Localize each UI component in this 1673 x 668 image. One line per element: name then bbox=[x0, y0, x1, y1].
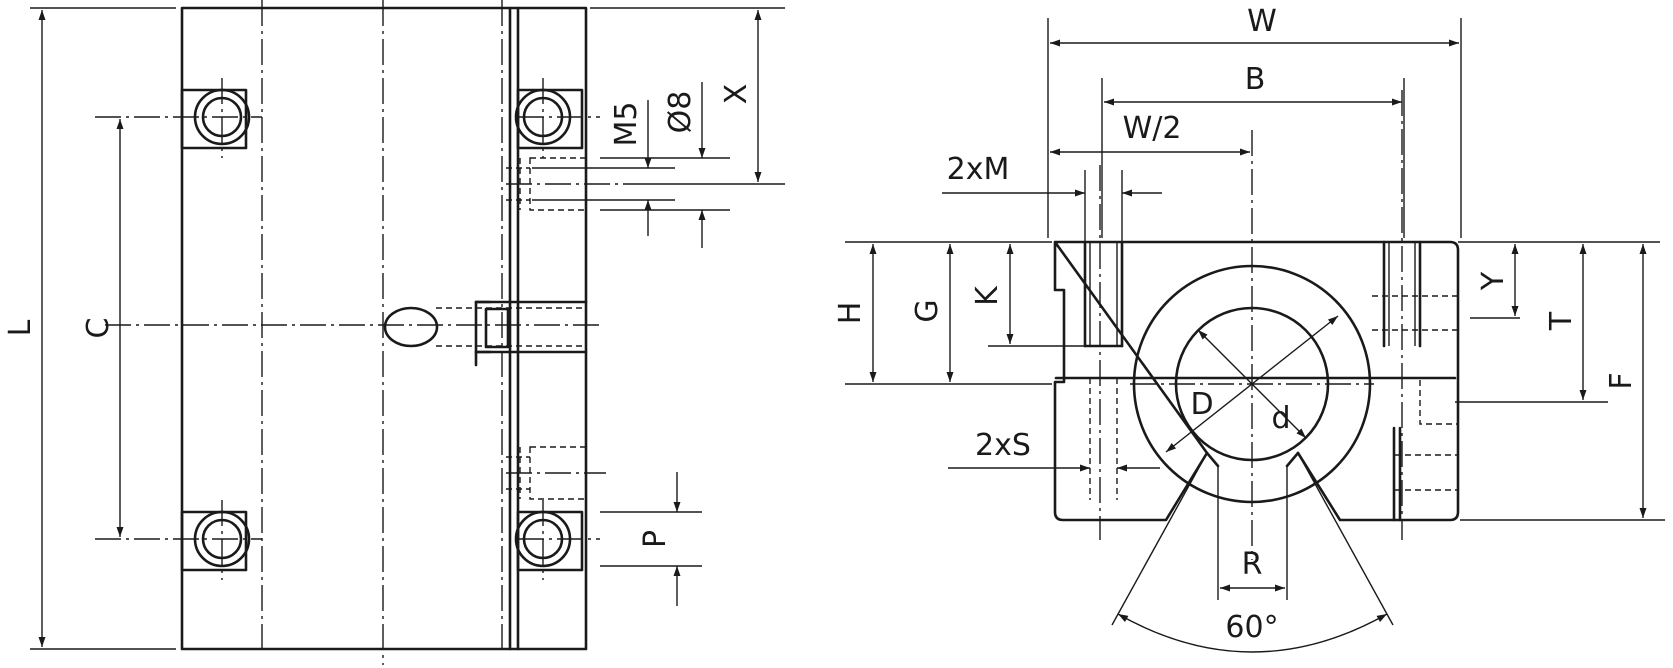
label-X: X bbox=[719, 84, 754, 105]
label-2xM: 2xM bbox=[947, 152, 1010, 187]
label-W: W bbox=[1247, 4, 1277, 39]
label-Y: Y bbox=[1476, 271, 1511, 291]
label-K: K bbox=[970, 285, 1005, 306]
mounting-hole-bottom-right bbox=[514, 500, 600, 580]
hidden-thread-top bbox=[506, 157, 640, 211]
label-D8: Ø8 bbox=[663, 91, 698, 134]
label-F: F bbox=[1604, 372, 1639, 389]
label-W2: W/2 bbox=[1123, 111, 1182, 146]
mounting-hole-bottom-left bbox=[95, 500, 262, 580]
mounting-hole-top-right bbox=[514, 78, 600, 158]
label-H: H bbox=[833, 302, 868, 325]
label-d: d bbox=[1271, 401, 1290, 436]
right-mounting-hole bbox=[1372, 240, 1459, 491]
left-mounting-hole bbox=[1083, 240, 1124, 500]
label-T: T bbox=[1544, 311, 1579, 331]
label-L: L bbox=[3, 319, 38, 336]
hidden-thread-bottom bbox=[506, 446, 606, 500]
label-D: D bbox=[1190, 387, 1213, 422]
label-2xS: 2xS bbox=[975, 428, 1031, 463]
front-view: W B W/2 2xM H G K 2xS Y bbox=[833, 4, 1665, 653]
housing-profile bbox=[1053, 240, 1460, 522]
label-G: G bbox=[910, 299, 945, 322]
label-R: R bbox=[1242, 547, 1263, 582]
housing-outline bbox=[180, 6, 588, 651]
mounting-hole-top-left bbox=[95, 78, 262, 158]
label-angle: 60° bbox=[1225, 610, 1278, 645]
label-C: C bbox=[81, 318, 116, 339]
label-B: B bbox=[1245, 62, 1266, 97]
lube-hole bbox=[383, 300, 588, 367]
label-P: P bbox=[638, 530, 673, 548]
top-view: L C X M5 Ø8 P bbox=[3, 0, 785, 665]
dim-d-line bbox=[1197, 329, 1307, 439]
dim-angle-arc bbox=[1117, 613, 1388, 653]
label-M5: M5 bbox=[609, 102, 644, 147]
